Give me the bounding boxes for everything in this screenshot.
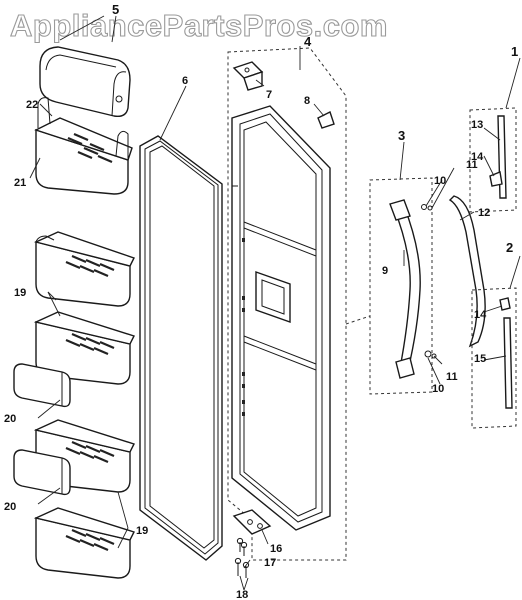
door-gasket xyxy=(139,135,223,561)
door-handle xyxy=(389,199,421,379)
callout-13: 13 xyxy=(471,119,483,131)
callout-10-lower: 10 xyxy=(432,383,444,395)
callout-14-lower: 14 xyxy=(474,309,487,321)
hinge-screws xyxy=(234,537,250,578)
lower-trim-bar xyxy=(499,297,513,409)
lower-trim-boundary xyxy=(471,287,517,429)
lower-hinge xyxy=(232,509,272,535)
bin-guard-upper xyxy=(13,363,71,408)
dairy-bin xyxy=(34,97,133,195)
callout-20-upper: 20 xyxy=(4,413,16,425)
callout-11-upper: 11 xyxy=(466,159,478,171)
callout-19-lower: 19 xyxy=(136,525,148,537)
handle-end-cap xyxy=(448,195,486,348)
upper-hinge xyxy=(232,61,264,91)
callout-6: 6 xyxy=(182,75,188,87)
callout-labels: 5 22 21 6 4 7 8 1 3 11 10 12 13 14 2 9 1… xyxy=(4,2,518,600)
callout-19-upper: 19 xyxy=(14,287,26,299)
callout-7: 7 xyxy=(266,89,272,101)
door-bin-lower-2 xyxy=(33,507,135,579)
callout-14-upper: 14 xyxy=(471,151,484,163)
callout-20-lower: 20 xyxy=(4,501,16,513)
callout-11-lower: 11 xyxy=(446,371,458,383)
callout-16: 16 xyxy=(270,543,282,555)
door-liner xyxy=(231,105,331,531)
callout-1: 1 xyxy=(511,44,518,59)
hinge-cap xyxy=(317,111,335,129)
callout-15: 15 xyxy=(474,353,486,365)
callout-2: 2 xyxy=(506,240,513,255)
upper-trim-bar xyxy=(489,115,507,199)
callout-18: 18 xyxy=(236,589,248,600)
callout-5: 5 xyxy=(112,2,119,17)
callout-9: 9 xyxy=(382,265,388,277)
callout-3: 3 xyxy=(398,128,405,143)
bin-guard-lower xyxy=(13,449,71,496)
handle-to-door-leader xyxy=(345,315,371,325)
door-assembly-boundary xyxy=(227,47,347,561)
watermark-text: AppliancePartsPros.com xyxy=(10,8,388,43)
dairy-bin-cover xyxy=(39,46,131,118)
callout-8: 8 xyxy=(304,95,310,107)
callout-21: 21 xyxy=(14,177,26,189)
callout-4: 4 xyxy=(304,34,312,49)
callout-17: 17 xyxy=(264,557,276,569)
handle-screws xyxy=(421,204,437,359)
callout-12: 12 xyxy=(478,207,490,219)
upper-trim-boundary xyxy=(469,107,517,213)
callout-22: 22 xyxy=(26,99,38,111)
door-bin-upper xyxy=(33,231,135,307)
handle-assembly-boundary xyxy=(369,177,433,395)
callout-10-upper: 10 xyxy=(434,175,446,187)
leader-lines xyxy=(29,15,521,591)
